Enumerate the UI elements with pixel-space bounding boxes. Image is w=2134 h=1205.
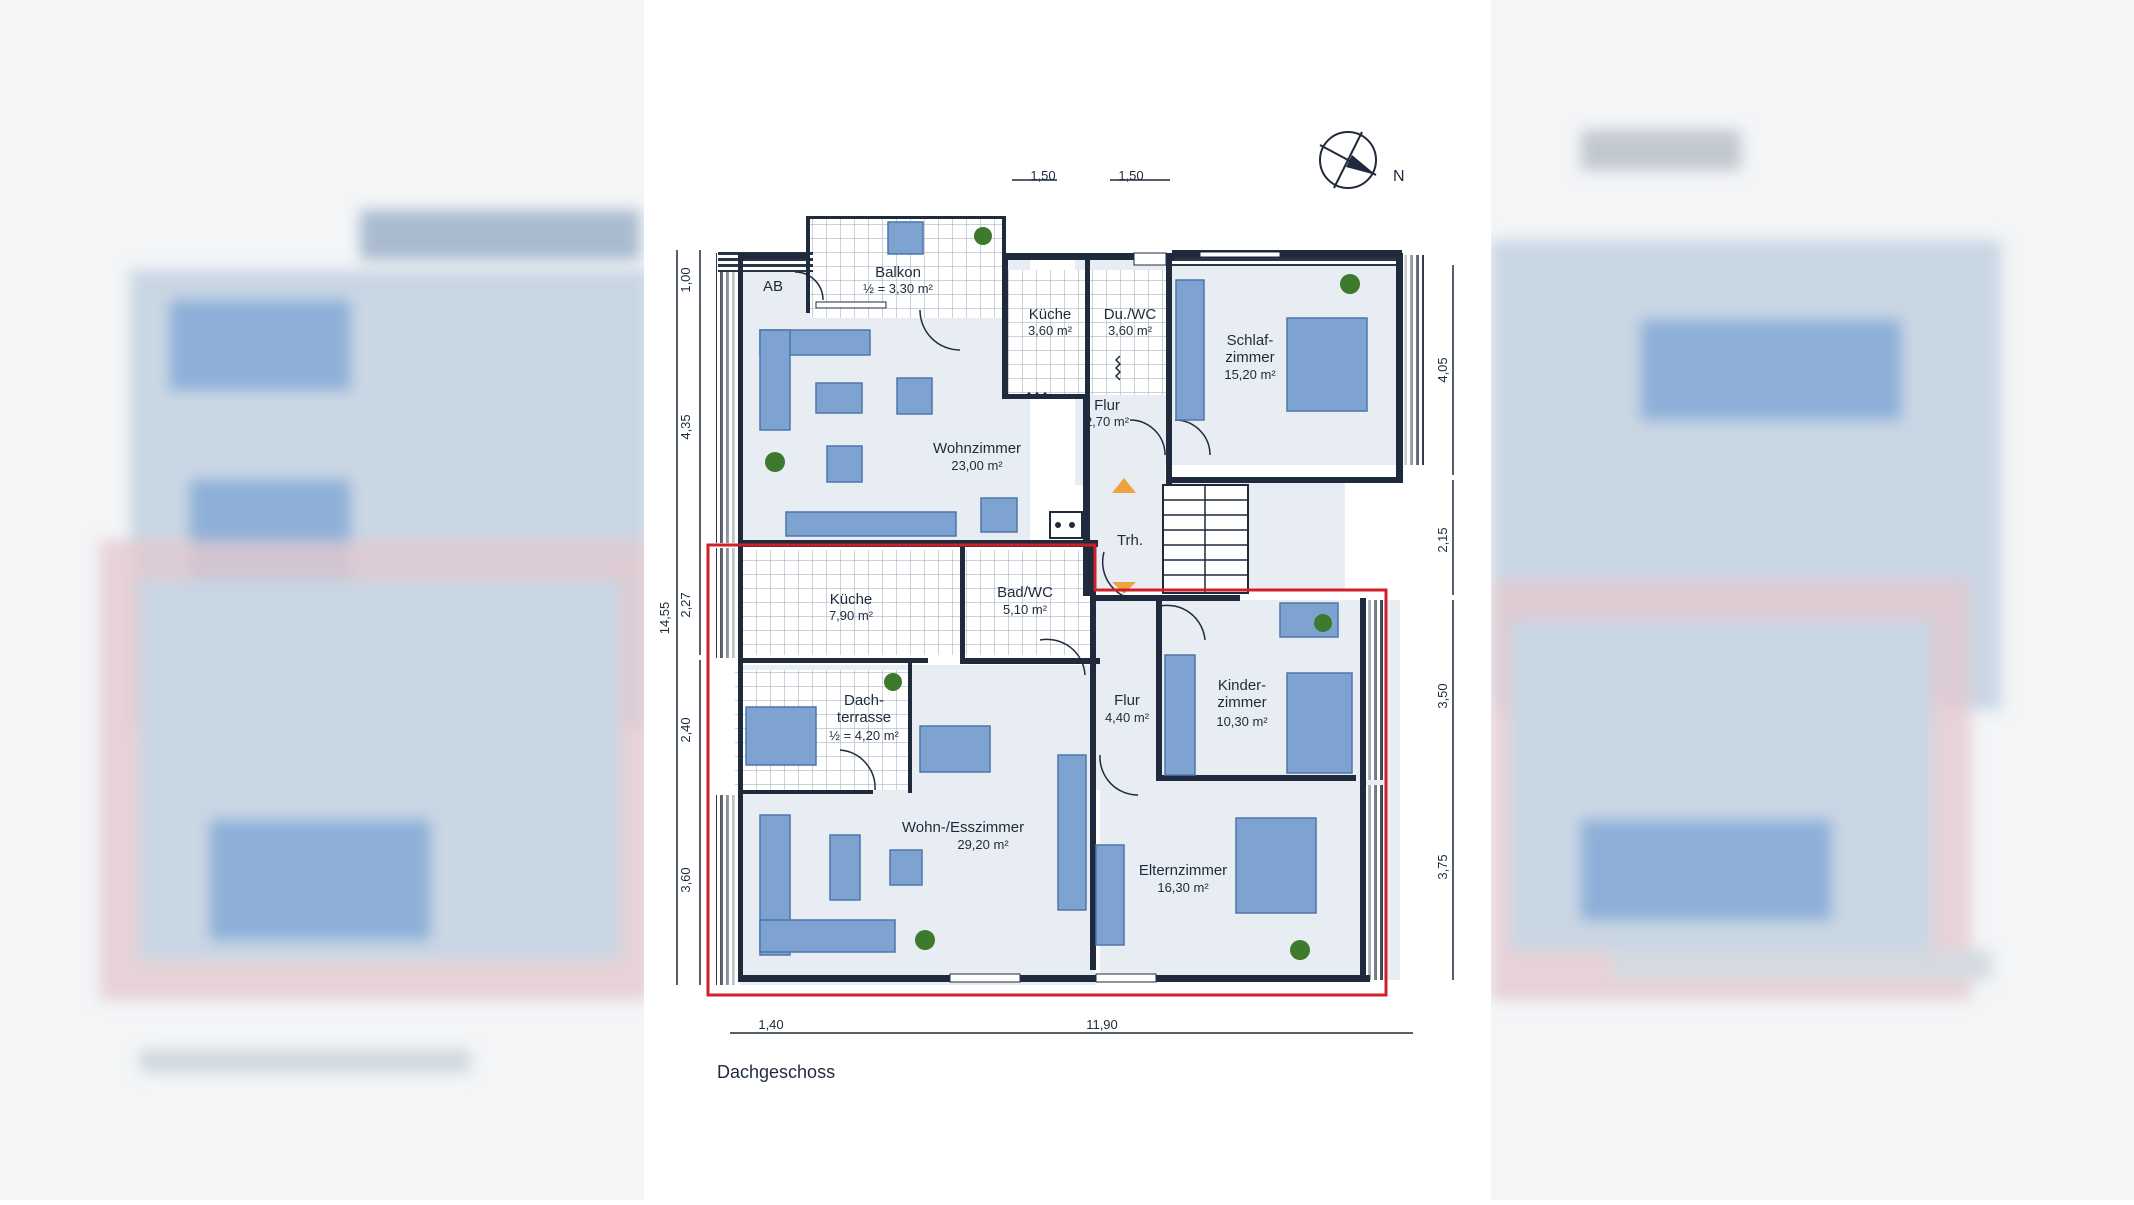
room-name-ab: AB [763,278,783,295]
room-name-balkon: Balkon [875,264,921,281]
room-area-dach: ½ = 4,20 m² [829,728,899,743]
plant-icon-3 [1340,274,1360,294]
armchair-wohnzimmer-2 [826,445,863,483]
room-name-kinder-1: Kinder- [1218,677,1266,694]
room-area-flur-top: 2,70 m² [1085,414,1130,429]
dim-label-right-4: 3,75 [1435,854,1450,879]
sideboard-wohnzimmer [785,511,957,537]
room-area-badwc: 5,10 m² [1003,602,1048,617]
table-wohnzimmer [815,382,863,414]
room-name-eltern: Elternzimmer [1139,862,1227,879]
plant-icon-6 [915,930,935,950]
staircase [1112,478,1249,594]
highlight-outline [706,543,1388,997]
armchair-wohnzimmer [896,377,933,415]
cabinet-wohn-esszimmer [1057,754,1087,911]
dim-label-top-2: 1,50 [1118,168,1143,183]
floor-plan: Balkon ½ = 3,30 m² AB Küche 3,60 m² Du./… [657,131,1454,1082]
room-name-trh: Trh. [1117,532,1143,549]
dim-label-right-3: 3,50 [1435,683,1450,708]
floor-kinderzimmer [1155,600,1400,780]
arrow-down-icon [1112,582,1136,594]
floor-label: Dachgeschoss [717,1062,835,1082]
dim-label-left-total: 14,55 [657,602,672,635]
window-wohnzimmer [815,301,887,309]
bed-kinderzimmer [1286,672,1353,774]
sofa-wohnzimmer-side [759,329,791,431]
room-name-kueche-bottom: Küche [830,591,873,608]
floor-plan-panel: Balkon ½ = 3,30 m² AB Küche 3,60 m² Du./… [644,0,1491,1200]
window-schlafzimmer [1199,251,1281,258]
wardrobe-schlafzimmer [1175,279,1205,421]
heater-icon-flur [1114,355,1122,381]
wardrobe-elternzimmer [1095,844,1125,946]
dim-label-left-5: 3,60 [678,867,693,892]
bed-schlafzimmer [1286,317,1368,412]
room-area-schlaf: 15,20 m² [1224,367,1276,382]
dim-label-left-4: 2,40 [678,717,693,742]
sofa-wohn-esszimmer-bottom [759,919,896,953]
dim-label-top-1: 1,50 [1030,168,1055,183]
blurred-background-right [1491,0,2134,1200]
room-area-kueche-top: 3,60 m² [1028,323,1073,338]
dim-label-right-2: 2,15 [1435,527,1450,552]
room-area-balkon: ½ = 3,30 m² [863,281,933,296]
dim-label-bottom-1: 1,40 [758,1017,783,1032]
plants [765,227,1360,960]
room-area-kueche-bottom: 7,90 m² [829,608,874,623]
room-name-dach-1: Dach- [844,692,884,709]
table-balkon [887,221,924,255]
floor-badwc [965,550,1090,655]
bed-elternzimmer [1235,817,1317,914]
dim-label-left-2: 4,35 [678,414,693,439]
floor-duwc [1090,270,1170,395]
room-area-kinder: 10,30 m² [1216,714,1268,729]
room-area-wohn-esszimmer: 29,20 m² [957,837,1009,852]
plant-icon-5 [884,673,902,691]
floor-kueche-bottom [740,550,960,655]
room-name-kinder-2: zimmer [1217,694,1266,711]
room-name-dach-2: terrasse [837,709,891,726]
room-name-duwc: Du./WC [1104,306,1157,323]
plant-icon [974,227,992,245]
room-name-wohnzimmer: Wohnzimmer [933,440,1021,457]
plant-icon-7 [1290,940,1310,960]
dining-table [919,725,991,773]
stove-icon [1049,511,1083,539]
plant-icon-4 [1314,614,1332,632]
armchair-wohn-esszimmer [889,849,923,886]
arrow-up-icon [1112,478,1136,493]
room-name-kueche-top: Küche [1029,306,1072,323]
dining-table-wohnzimmer [980,497,1018,533]
room-name-flur-top: Flur [1094,397,1120,414]
dim-label-bottom-2: 11,90 [1086,1017,1118,1032]
room-name-wohn-esszimmer: Wohn-/Esszimmer [902,819,1024,836]
walls [738,216,1403,982]
room-name-flur-bottom: Flur [1114,692,1140,709]
room-name-schlaf-1: Schlaf- [1227,332,1274,349]
floor-kueche-top [1005,270,1085,395]
room-name-badwc: Bad/WC [997,584,1053,601]
wardrobe-kinderzimmer [1164,654,1196,776]
table-dachterrasse [745,706,817,766]
coffee-table [829,834,861,901]
vent-duwc [1133,252,1167,266]
floor-flur-bottom [1095,595,1155,790]
room-area-eltern: 16,30 m² [1157,880,1209,895]
blurred-background-left [0,0,644,1200]
dim-label-left-1: 1,00 [678,267,693,292]
compass-label: N [1393,168,1405,185]
room-area-flur-bottom: 4,40 m² [1105,710,1150,725]
room-area-duwc: 3,60 m² [1108,323,1153,338]
compass-icon [1319,131,1377,189]
window-elternzimmer [1095,973,1157,983]
heater-icon [1024,391,1050,399]
window-wohn-esszimmer [949,973,1021,983]
room-area-wohnzimmer: 23,00 m² [951,458,1003,473]
dim-label-left-3: 2,27 [678,592,693,617]
dim-label-right-1: 4,05 [1435,357,1450,382]
room-name-schlaf-2: zimmer [1225,349,1274,366]
plant-icon-2 [765,452,785,472]
